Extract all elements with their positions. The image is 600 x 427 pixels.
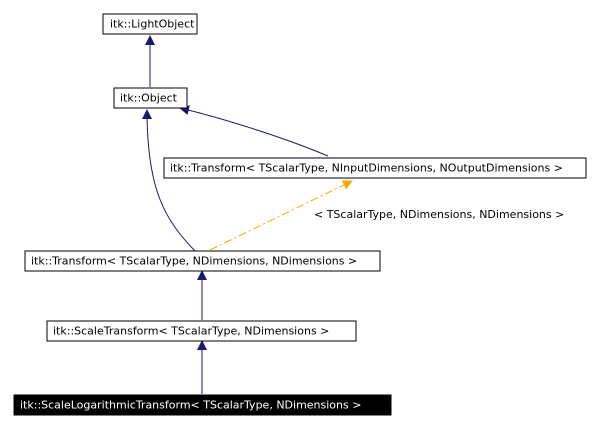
node-object[interactable]: itk::Object [113, 87, 188, 109]
node-object-label: itk::Object [120, 92, 178, 105]
edge-template-instantiation [209, 180, 353, 251]
edge-transform-generic-to-object [179, 105, 329, 157]
edge-transform-specialized-to-object [142, 109, 196, 252]
node-transform-specialized[interactable]: itk::Transform< TScalarType, NDimensions… [24, 250, 381, 272]
edges [142, 35, 353, 394]
edge-label-template-args: < TScalarType, NDimensions, NDimensions … [314, 208, 564, 221]
node-transform-generic-label: itk::Transform< TScalarType, NInputDimen… [170, 162, 563, 175]
node-light-object-label: itk::LightObject [110, 18, 195, 31]
node-light-object[interactable]: itk::LightObject [102, 13, 198, 35]
node-scale-log-transform[interactable]: itk::ScaleLogarithmicTransform< TScalarT… [13, 394, 392, 416]
node-scale-log-transform-label: itk::ScaleLogarithmicTransform< TScalarT… [20, 399, 361, 412]
node-scale-transform-label: itk::ScaleTransform< TScalarType, NDimen… [53, 325, 329, 338]
node-transform-specialized-label: itk::Transform< TScalarType, NDimensions… [31, 255, 357, 268]
node-transform-generic[interactable]: itk::Transform< TScalarType, NInputDimen… [163, 157, 587, 179]
node-scale-transform[interactable]: itk::ScaleTransform< TScalarType, NDimen… [46, 320, 357, 342]
